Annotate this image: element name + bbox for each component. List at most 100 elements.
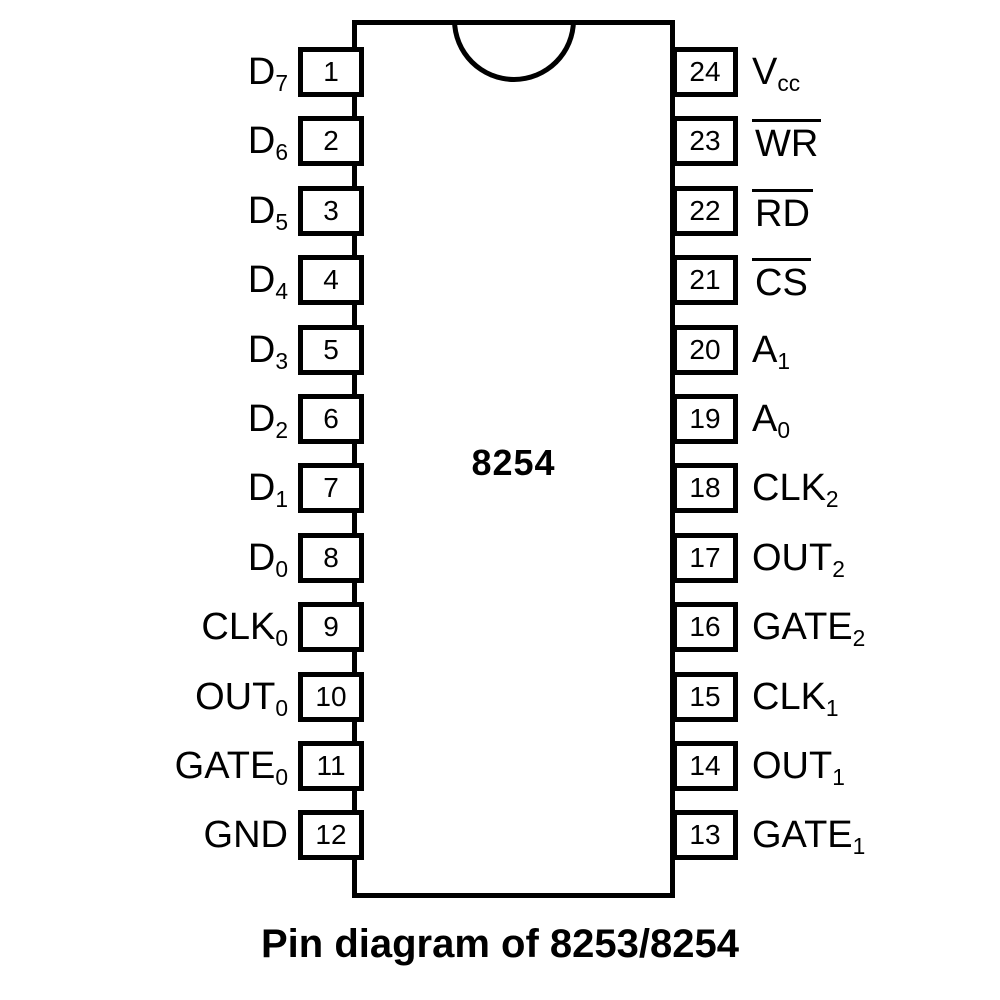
pin-label: D0 (128, 536, 298, 580)
pin-label-text-overline: RD (752, 188, 813, 233)
pin-row-24: 24 Vcc (672, 47, 865, 97)
pin-label-text-overline: CS (752, 258, 811, 302)
pin-row-22: 22 RD (672, 185, 865, 236)
pin-number: 15 (689, 680, 721, 712)
pin-label-text: CLK (752, 467, 826, 510)
pin-label-subscript: 0 (777, 416, 791, 443)
pin-number: 17 (689, 541, 721, 573)
pin-label-text: D (247, 189, 276, 232)
pin-label-subscript: 3 (275, 347, 288, 374)
pin-label-text: D (247, 120, 276, 163)
pin-number: 8 (323, 541, 339, 573)
pin-number: 3 (323, 194, 339, 226)
pin-label-text: D (247, 397, 276, 440)
pin-label: A0 (738, 397, 790, 441)
pin-label-text: A (752, 397, 778, 440)
pin-box-3: 3 (298, 185, 364, 236)
pin-label-subscript: 7 (275, 69, 288, 96)
pin-number: 9 (323, 611, 339, 643)
pin-label-text: GND (203, 814, 288, 857)
pin-box-21: 21 (672, 255, 738, 306)
pin-row-8: D0 8 (128, 532, 364, 583)
pin-label-text-overline: WR (752, 119, 822, 163)
pin-label: GATE0 (128, 747, 298, 788)
pin-number: 5 (323, 333, 339, 365)
pin-label: A1 (738, 331, 790, 372)
pin-number: 23 (689, 125, 721, 157)
pin-number: 16 (689, 611, 721, 643)
pin-label: RD (738, 188, 813, 233)
pin-box-22: 22 (672, 185, 738, 236)
pin-label: D2 (128, 397, 298, 441)
pin-label-subscript: 1 (825, 694, 839, 721)
pin-label: OUT2 (738, 539, 845, 580)
pin-label: CLK1 (738, 675, 839, 719)
pin-label-text: GATE (752, 814, 853, 857)
pin-label-text: CLK (201, 606, 276, 649)
pin-number: 1 (323, 56, 339, 87)
pin-box-18: 18 (672, 463, 738, 514)
pin-row-5: D3 5 (128, 324, 364, 375)
pin-label: OUT0 (128, 675, 298, 719)
pin-box-9: 9 (298, 602, 364, 653)
pin-box-4: 4 (298, 255, 364, 306)
pin-label: D3 (128, 331, 298, 372)
pin-label-subscript: 2 (852, 624, 866, 651)
pin-label: D5 (128, 189, 298, 233)
pin-number: 6 (323, 402, 339, 434)
pin-box-10: 10 (298, 671, 364, 722)
pin-row-6: D2 6 (128, 393, 364, 444)
pin-box-17: 17 (672, 532, 738, 583)
pin-box-1: 1 (298, 47, 364, 97)
pin-label-text: CLK (752, 675, 826, 718)
pin-label: WR (738, 119, 822, 163)
pin-label: CS (738, 258, 811, 302)
pin-number: 22 (689, 194, 721, 226)
pin-number: 18 (689, 472, 721, 504)
pin-label-subscript: 1 (852, 833, 866, 860)
pin-label-subscript: 2 (825, 486, 839, 513)
pin-label-subscript: 0 (275, 555, 288, 582)
pin-label-text: GATE (752, 606, 853, 649)
pin-label-subscript: cc (777, 69, 801, 96)
pin-row-11: GATE0 11 (128, 740, 364, 791)
pin-box-2: 2 (298, 116, 364, 167)
chip-body: 8254 (352, 20, 675, 898)
pin-box-19: 19 (672, 393, 738, 444)
pin-row-17: 17 OUT2 (672, 532, 865, 583)
pin-label-subscript: 6 (275, 139, 288, 166)
pin-box-16: 16 (672, 602, 738, 653)
pin-number: 19 (689, 402, 721, 434)
pin-label: GATE1 (738, 814, 865, 857)
pin-label-subscript: 1 (275, 486, 288, 513)
pin-row-21: 21 CS (672, 255, 865, 306)
pin-number: 11 (316, 749, 346, 781)
pin-label: D6 (128, 120, 298, 163)
pin-label-text: D (247, 467, 276, 510)
pin-label-text: OUT (195, 675, 276, 718)
pin-row-19: 19 A0 (672, 393, 865, 444)
pin-number: 21 (689, 264, 721, 296)
chip-name: 8254 (471, 442, 556, 483)
pin-number: 24 (689, 56, 721, 87)
pin-row-3: D5 3 (128, 185, 364, 236)
pin-number: 12 (315, 819, 347, 851)
pin-label-text: OUT (752, 744, 833, 787)
pin-label-text: V (752, 51, 778, 93)
chip-notch-icon (451, 20, 576, 82)
pin-label-subscript: 5 (275, 208, 288, 235)
pin-label: CLK0 (128, 606, 298, 649)
pin-row-9: CLK0 9 (128, 602, 364, 653)
pin-number: 14 (689, 749, 721, 781)
pin-box-15: 15 (672, 671, 738, 722)
diagram-title: Pin diagram of 8253/8254 (260, 922, 739, 966)
pin-label-text: D (247, 536, 276, 579)
pin-box-11: 11 (298, 740, 364, 791)
